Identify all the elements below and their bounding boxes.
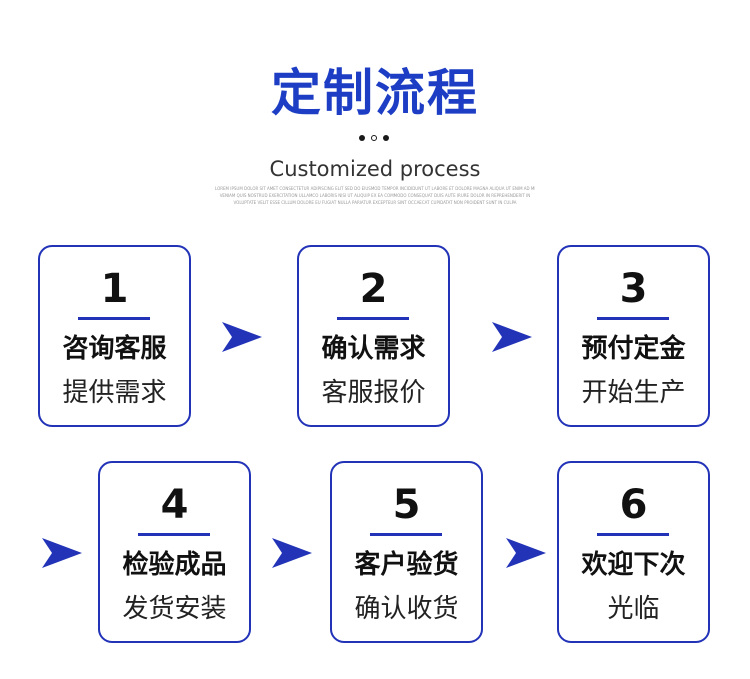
step-card-5: 5 客户验货 确认收货	[330, 461, 483, 643]
step-card-1: 1 咨询客服 提供需求	[38, 245, 191, 427]
step-underline	[370, 533, 442, 536]
step-number: 1	[100, 266, 129, 312]
step-number: 2	[359, 266, 388, 312]
step-title: 客户验货	[354, 550, 459, 580]
step-underline	[78, 317, 150, 320]
fine-print-line: LOREM IPSUM DOLOR SIT AMET CONSECTETUR A…	[215, 186, 535, 191]
step-card-4: 4 检验成品 发货安装	[98, 461, 251, 643]
step-underline	[337, 317, 409, 320]
step-card-2: 2 确认需求 客服报价	[297, 245, 450, 427]
dot-icon	[359, 135, 365, 141]
step-title: 预付定金	[581, 334, 686, 364]
page-subtitle: Customized process	[269, 157, 481, 181]
fine-print-line: VOLUPTATE VELIT ESSE CILLUM DOLORE EU FU…	[233, 200, 517, 205]
step-card-6: 6 欢迎下次 光临	[557, 461, 710, 643]
page-title: 定制流程	[271, 64, 479, 122]
step-description: 客服报价	[321, 378, 426, 408]
arrow-right-icon	[490, 320, 534, 354]
step-number: 4	[160, 482, 189, 528]
step-underline	[597, 533, 669, 536]
step-underline	[597, 317, 669, 320]
step-title: 欢迎下次	[581, 550, 686, 580]
step-description: 光临	[607, 594, 660, 624]
step-number: 3	[619, 266, 648, 312]
step-title: 确认需求	[321, 334, 426, 364]
step-number: 6	[619, 482, 648, 528]
arrow-right-icon	[40, 536, 84, 570]
arrow-right-icon	[504, 536, 548, 570]
step-number: 5	[392, 482, 421, 528]
step-description: 确认收货	[354, 594, 459, 624]
step-description: 发货安装	[122, 594, 227, 624]
step-description: 开始生产	[581, 378, 686, 408]
step-underline	[138, 533, 210, 536]
divider-dots	[358, 133, 392, 143]
arrow-right-icon	[270, 536, 314, 570]
fine-print-line: VENIAM QUIS NOSTRUD EXERCITATION ULLAMCO…	[219, 193, 531, 198]
step-title: 咨询客服	[62, 334, 167, 364]
step-title: 检验成品	[122, 550, 227, 580]
step-card-3: 3 预付定金 开始生产	[557, 245, 710, 427]
step-description: 提供需求	[62, 378, 167, 408]
arrow-right-icon	[220, 320, 264, 354]
dot-icon	[383, 135, 389, 141]
dot-icon	[371, 135, 377, 141]
